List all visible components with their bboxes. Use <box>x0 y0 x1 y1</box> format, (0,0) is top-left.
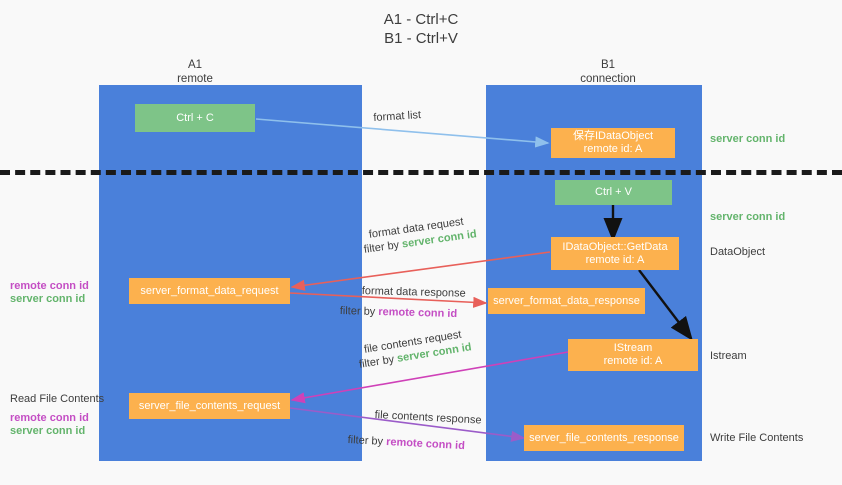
title-line-1: A1 - Ctrl+C <box>383 11 459 28</box>
label-remote-conn-id-2: remote conn id <box>10 412 89 424</box>
column-b1-name: B1 <box>600 59 616 71</box>
label-server-conn-id-2: server conn id <box>10 425 86 437</box>
edge-label-file-contents-response: file contents response <box>374 408 482 427</box>
label-remote-conn-id-1: remote conn id <box>10 280 89 292</box>
filter-prefix-4: filter by <box>347 433 387 448</box>
node-server-format-data-response[interactable]: server_format_data_response <box>488 288 645 314</box>
node-server-file-contents-request[interactable]: server_file_contents_request <box>129 393 290 419</box>
node-idataobject-saved[interactable]: 保存IDataObject remote id: A <box>551 128 675 158</box>
filter-key-remote-conn-id-2: remote conn id <box>385 436 466 453</box>
column-header-b1: B1 connection <box>533 58 683 86</box>
edge-label-file-contents-response-filter: filter by remote conn id <box>347 433 465 454</box>
node-idataobject-saved-line1: 保存IDataObject <box>572 130 654 142</box>
node-idataobject-getdata[interactable]: IDataObject::GetData remote id: A <box>551 237 679 270</box>
node-istream-line1: IStream <box>613 342 653 354</box>
label-istream: Istream <box>710 350 747 362</box>
label-server-conn-id-top: server conn id <box>710 133 786 145</box>
filter-prefix-1: filter by <box>363 238 403 256</box>
label-dataobject: DataObject <box>710 246 766 258</box>
column-a1-name: A1 <box>187 59 203 71</box>
node-getdata-line2: remote id: A <box>585 253 645 266</box>
label-server-conn-id-1: server conn id <box>10 293 86 305</box>
page-title: A1 - Ctrl+C B1 - Ctrl+V <box>0 10 842 48</box>
label-write-file-contents: Write File Contents <box>710 432 804 444</box>
column-a1-sub: remote <box>177 73 213 85</box>
node-ctrl-c[interactable]: Ctrl + C <box>135 104 255 132</box>
edge-label-format-data-response: format data response <box>361 284 466 300</box>
filter-key-remote-conn-id-1: remote conn id <box>378 306 458 321</box>
node-istream-line2: remote id: A <box>603 355 663 367</box>
edge-label-format-list: format list <box>373 109 422 124</box>
node-istream[interactable]: IStream remote id: A <box>568 339 698 371</box>
label-server-conn-id-second: server conn id <box>710 211 786 223</box>
label-read-file-contents: Read File Contents <box>10 393 105 405</box>
filter-prefix-2: filter by <box>339 304 379 319</box>
node-getdata-line1: IDataObject::GetData <box>562 240 668 253</box>
node-idataobject-saved-line2: remote id: A <box>583 143 643 155</box>
node-server-file-contents-response[interactable]: server_file_contents_response <box>524 425 684 451</box>
edge-label-format-data-response-filter: filter by remote conn id <box>340 304 458 322</box>
node-ctrl-v[interactable]: Ctrl + V <box>555 180 672 205</box>
phase-divider <box>0 170 842 175</box>
title-line-2: B1 - Ctrl+V <box>384 30 458 47</box>
column-b1-sub: connection <box>580 73 636 85</box>
node-server-format-data-request[interactable]: server_format_data_request <box>129 278 290 304</box>
column-header-a1: A1 remote <box>120 58 270 86</box>
